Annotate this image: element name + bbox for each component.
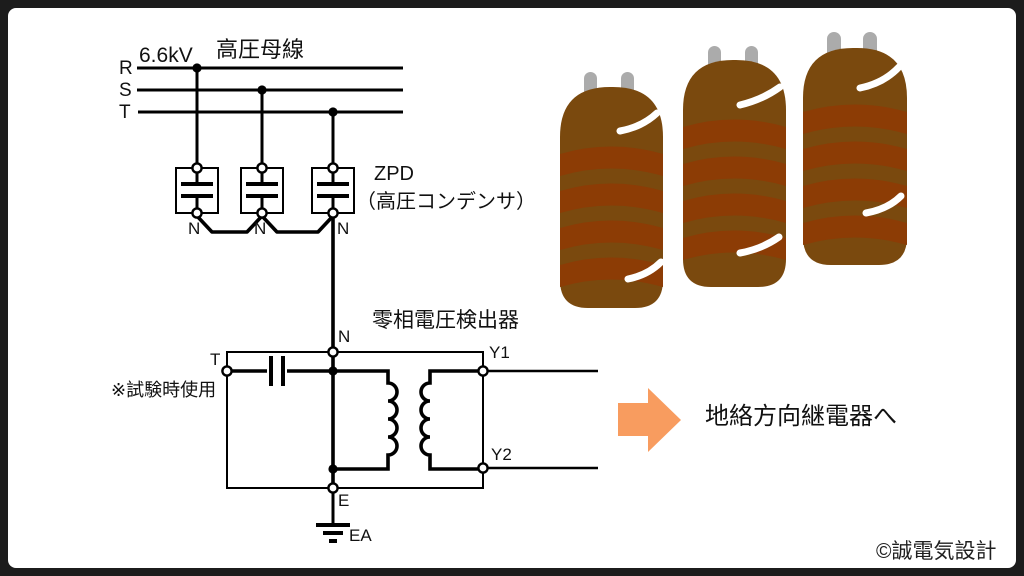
zpd-cylinder-1 [560,72,665,308]
highlight [856,63,905,217]
terminal-circles [191,162,489,494]
watermark: ©誠電気設計 [876,540,997,563]
terminal-e [327,482,339,494]
test-capacitor [231,356,329,386]
terminal-y2 [477,462,489,474]
neutral-label: N [338,327,351,346]
detector-title: 零相電圧検出器 [372,309,519,332]
bus-junction-dots [192,63,338,117]
terminal-n [327,346,339,358]
terminal-y1 [477,365,489,377]
cap-terminal-label-2: N [254,219,267,238]
terminal-label-ea: EA [349,526,372,545]
cap-terminal-label-1: N [188,219,201,238]
phase-label-r: R [119,58,133,79]
zpd-title: ZPD [374,163,414,185]
zpd-subtitle: （高圧コンデンサ） [356,191,536,213]
voltage-label: 6.6kV [139,44,193,67]
zpd-capacitor-boxes [175,167,355,214]
capacitor-symbols [181,170,349,211]
detector-wiring [231,356,598,543]
arrow-label: 地絡方向継電器へ [705,403,897,430]
primary-coil [333,369,399,471]
terminal-label-y2: Y2 [491,445,512,464]
test-note: ※試験時使用 [111,380,217,400]
terminal-label-t: T [210,350,221,369]
zpd-cylinder-3 [803,32,907,265]
phase-label-s: S [119,80,132,101]
junction-dots [328,366,338,474]
zpd-capacitor-photos [560,32,907,308]
terminal-t [221,365,233,377]
arrow-right-icon [618,388,681,452]
secondary-coil [419,369,478,471]
terminal-label-y1: Y1 [489,343,510,362]
bus-label: 高圧母線 [216,37,305,62]
highlight [736,83,784,257]
cap-terminal-label-3: N [337,219,350,238]
highlight [616,109,665,283]
terminal-label-e: E [338,491,350,510]
zpd-cylinder-2 [683,46,786,287]
detector-box [226,351,484,489]
bus-lines [137,66,403,164]
phase-label-t: T [119,102,131,123]
ground-symbol [316,523,350,543]
neutral-bus [195,214,335,348]
